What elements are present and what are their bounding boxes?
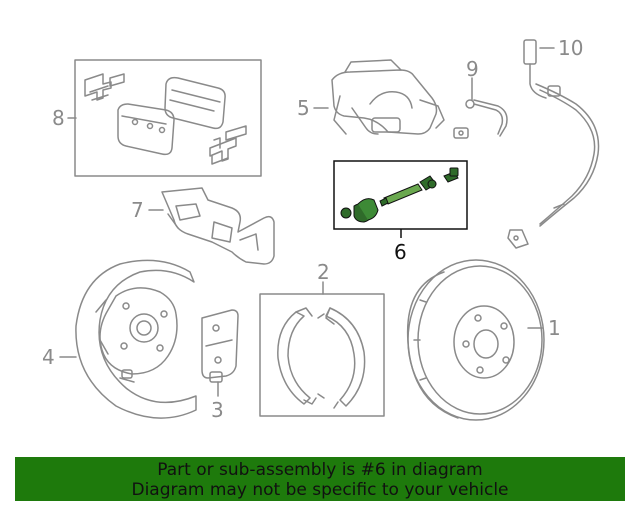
callout-1: 1 [548,316,561,340]
callout-6: 6 [394,240,407,264]
callout-5: 5 [297,96,310,120]
callout-9: 9 [466,57,479,81]
highlighted-part-6-box [333,160,468,238]
bracket-part-3 [201,309,239,383]
callout-2: 2 [317,260,330,284]
banner-line-1: Part or sub-assembly is #6 in diagram [157,460,483,480]
callout-10: 10 [558,36,583,60]
backing-plate-part-4 [75,259,197,419]
brake-caliper-part-5 [331,59,445,135]
callout-4: 4 [42,345,55,369]
banner-line-2: Diagram may not be specific to your vehi… [131,480,509,500]
caliper-pin-kit-part-6 [340,167,459,223]
callout-3: 3 [211,398,224,422]
brake-pad-kit-part-8 [74,59,262,177]
callout-7: 7 [131,198,144,222]
leader-lines [59,47,555,397]
brake-rotor-part-1 [406,259,545,421]
parts-diagram: 1 2 3 4 5 6 7 8 9 10 [42,36,600,422]
brake-hose-part-9 [453,99,508,139]
callout-8: 8 [52,106,65,130]
abs-sensor-part-10 [507,39,600,249]
caliper-bracket-part-7 [161,187,275,265]
parking-shoe-kit-part-2 [259,293,385,417]
info-banner: Part or sub-assembly is #6 in diagram Di… [15,457,625,501]
